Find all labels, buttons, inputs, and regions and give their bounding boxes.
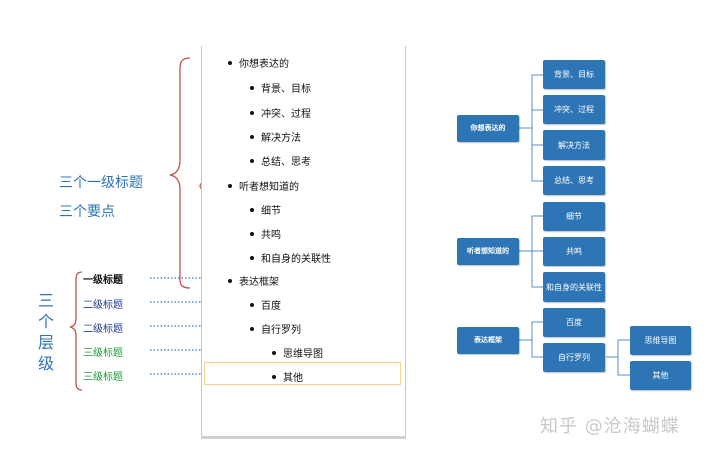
mindmap-child-node[interactable]: 百度 (543, 308, 605, 337)
level-label: 二级标题 (83, 324, 123, 335)
watermark: 知乎 @沧海蝴蝶 (540, 416, 680, 437)
level-bracket (69, 271, 83, 391)
mindmap-child-node[interactable]: 共鸣 (543, 237, 605, 266)
bullet-icon (250, 208, 254, 212)
bullet-icon (250, 86, 254, 90)
text-cursor-box[interactable] (204, 362, 401, 385)
outline-item: 其他 (272, 369, 303, 384)
mindmap-child-node[interactable]: 细节 (543, 202, 605, 231)
bullet-icon (250, 232, 254, 236)
bullet-icon (250, 256, 254, 260)
label-three-levels: 三个层级 (37, 291, 54, 373)
bullet-icon (228, 279, 232, 283)
label-three-points: 三个要点 (59, 204, 115, 220)
mindmap-child-node[interactable]: 自行罗列 (543, 343, 605, 372)
bullet-icon (250, 111, 254, 115)
level-label: 三级标题 (83, 348, 123, 359)
outline-item: 百度 (250, 297, 281, 312)
bullet-icon (272, 351, 276, 355)
mindmap-grandchild-node[interactable]: 其他 (630, 361, 691, 390)
outline-item: 思维导图 (272, 345, 323, 360)
outline-item: 冲突、过程 (250, 105, 311, 120)
document-outline-panel (201, 46, 406, 438)
bullet-icon (250, 159, 254, 163)
bullet-icon (228, 184, 232, 188)
mindmap-connectors (519, 74, 630, 376)
bullet-icon (250, 327, 254, 331)
bullet-icon (250, 135, 254, 139)
mindmap-root-node[interactable]: 表达框架 (457, 327, 519, 354)
level-label: 三级标题 (83, 372, 123, 383)
outline-item: 共鸣 (250, 226, 281, 241)
outline-item: 细节 (250, 202, 281, 217)
document-bottom-bar (201, 436, 406, 439)
outline-item: 表达框架 (228, 273, 279, 288)
mindmap-child-node[interactable]: 解决方法 (543, 130, 605, 160)
mindmap-child-node[interactable]: 和自身的关联性 (543, 272, 605, 302)
level-label: 二级标题 (83, 300, 123, 311)
outline-item: 听者想知道的 (228, 178, 299, 193)
mindmap-child-node[interactable]: 总结、思考 (543, 166, 605, 195)
label-three-level1-titles: 三个一级标题 (59, 175, 143, 191)
outline-item: 总结、思考 (250, 153, 311, 168)
mindmap-child-node[interactable]: 冲突、过程 (543, 95, 605, 124)
level-label: 一级标题 (83, 275, 123, 286)
outline-item: 背景、目标 (250, 80, 311, 95)
bullet-icon (272, 375, 276, 379)
outline-item: 解决方法 (250, 129, 301, 144)
mindmap-child-node[interactable]: 背景、目标 (543, 60, 605, 89)
outline-item: 你想表达的 (228, 55, 289, 70)
curly-brace (169, 57, 191, 289)
bullet-icon (250, 303, 254, 307)
outline-item: 自行罗列 (250, 321, 301, 336)
bullet-icon (228, 61, 232, 65)
mindmap-root-node[interactable]: 听者想知道的 (457, 238, 519, 265)
mindmap-grandchild-node[interactable]: 思维导图 (630, 326, 691, 355)
mindmap-root-node[interactable]: 你想表达的 (457, 115, 519, 142)
outline-item: 和自身的关联性 (250, 250, 331, 265)
